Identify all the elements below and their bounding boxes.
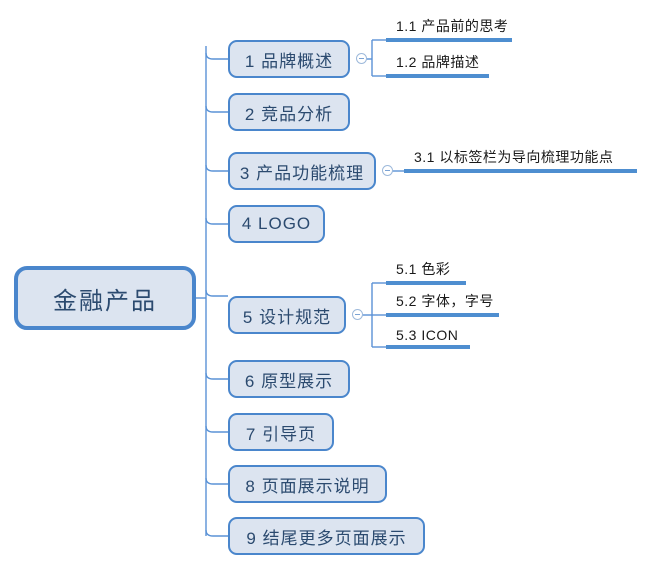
leaf-node-5-3[interactable]: 5.3 ICON (386, 327, 470, 349)
branch-node-9[interactable]: 9 结尾更多页面展示 (228, 517, 425, 555)
leaf-node-3-1-label: 3.1 以标签栏为导向梳理功能点 (414, 149, 614, 165)
leaf-node-5-2-label: 5.2 字体，字号 (396, 293, 494, 309)
leaf-node-1-2[interactable]: 1.2 品牌描述 (386, 54, 489, 78)
branch-node-8-label: 8 页面展示说明 (245, 476, 370, 496)
leaf-node-1-1-label: 1.1 产品前的思考 (396, 18, 509, 34)
branch-node-3-label: 3 产品功能梳理 (239, 163, 365, 183)
leaf-node-5-3-label: 5.3 ICON (396, 327, 459, 343)
branch-node-6-label: 6 原型展示 (244, 371, 334, 391)
branch-node-2-label: 2 竞品分析 (244, 104, 334, 124)
branch-node-5[interactable]: 5 设计规范 (228, 296, 346, 334)
branch-node-7[interactable]: 7 引导页 (228, 413, 334, 451)
branch-node-2[interactable]: 2 竞品分析 (228, 93, 350, 131)
branch-node-8[interactable]: 8 页面展示说明 (228, 465, 387, 503)
collapse-toggle-icon-branch-5[interactable] (352, 309, 363, 320)
branch-node-9-label: 9 结尾更多页面展示 (246, 528, 407, 548)
collapse-toggle-icon-branch-3[interactable] (382, 165, 393, 176)
branch-node-4-label: 4 LOGO (241, 214, 312, 233)
branch-node-3[interactable]: 3 产品功能梳理 (228, 152, 376, 190)
root-node[interactable]: 金融产品 (14, 266, 196, 330)
leaf-node-5-2[interactable]: 5.2 字体，字号 (386, 293, 499, 317)
collapse-toggle-icon-branch-1[interactable] (356, 53, 367, 64)
branch-node-1[interactable]: 1 品牌概述 (228, 40, 350, 78)
branch-node-1-label: 1 品牌概述 (244, 51, 334, 71)
leaf-node-5-1-label: 5.1 色彩 (396, 261, 451, 277)
leaf-node-5-1[interactable]: 5.1 色彩 (386, 261, 466, 285)
root-node-label: 金融产品 (53, 287, 157, 315)
branch-node-5-label: 5 设计规范 (242, 307, 332, 327)
leaf-node-1-1[interactable]: 1.1 产品前的思考 (386, 18, 512, 42)
branch-node-7-label: 7 引导页 (245, 424, 317, 444)
branch-node-6[interactable]: 6 原型展示 (228, 360, 350, 398)
leaf-node-3-1[interactable]: 3.1 以标签栏为导向梳理功能点 (404, 149, 637, 173)
branch-node-4[interactable]: 4 LOGO (228, 205, 325, 243)
leaf-node-1-2-label: 1.2 品牌描述 (396, 54, 480, 70)
